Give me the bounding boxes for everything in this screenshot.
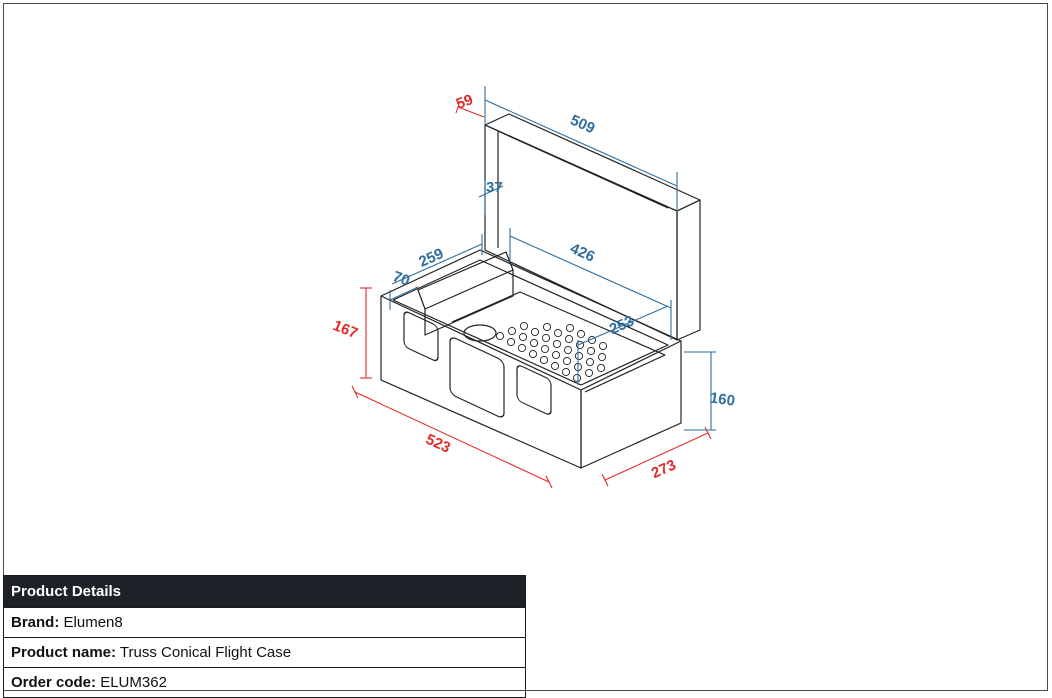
product-name-label: Product name:: [11, 644, 117, 661]
order-code-row: Order code: ELUM362: [4, 667, 525, 698]
product-details-table: Product Details Brand: Elumen8 Product n…: [3, 575, 526, 698]
divider-base: [424, 270, 514, 336]
case-outline: [380, 113, 701, 469]
blue-dimension-lines: [389, 86, 716, 431]
inner-rim: [392, 259, 669, 386]
dim-tray-depth: 253: [607, 312, 637, 338]
order-code-value: ELUM362: [100, 674, 167, 691]
brand-label: Brand:: [11, 614, 60, 631]
dim-front-height: 167: [331, 317, 361, 342]
right-catch: [516, 365, 552, 415]
product-name-value: Truss Conical Flight Case: [119, 644, 292, 661]
lid-inner-line: [497, 130, 669, 209]
lid-side-edge: [676, 199, 701, 341]
dimension-labels: 167 523 273 59 509 37 259 70 426 253 160: [331, 91, 737, 482]
dim-lid-length: 509: [568, 112, 598, 138]
lid-face: [484, 124, 678, 341]
cone-holder: [463, 324, 497, 342]
dim-outer-depth: 273: [649, 456, 679, 482]
front-handle-recess: [449, 337, 505, 418]
side-face: [580, 340, 682, 469]
dim-lid-inner-height: 37: [486, 179, 503, 196]
left-catch: [403, 311, 439, 362]
product-details-header: Product Details: [4, 576, 525, 607]
dim-lid-depth: 59: [454, 91, 475, 113]
red-dimension-lines: [351, 100, 712, 489]
tray-holes: [495, 321, 608, 383]
brand-row: Brand: Elumen8: [4, 607, 525, 637]
product-name-row: Product name: Truss Conical Flight Case: [4, 637, 525, 667]
dim-inner-width: 259: [416, 245, 446, 271]
dim-compartment-width: 70: [391, 268, 412, 290]
front-face: [380, 295, 582, 469]
brand-value: Elumen8: [63, 614, 123, 631]
tray-outline: [451, 291, 666, 393]
dim-inner-length: 426: [568, 240, 598, 266]
order-code-label: Order code:: [11, 674, 97, 691]
dim-rear-height: 160: [709, 389, 736, 409]
